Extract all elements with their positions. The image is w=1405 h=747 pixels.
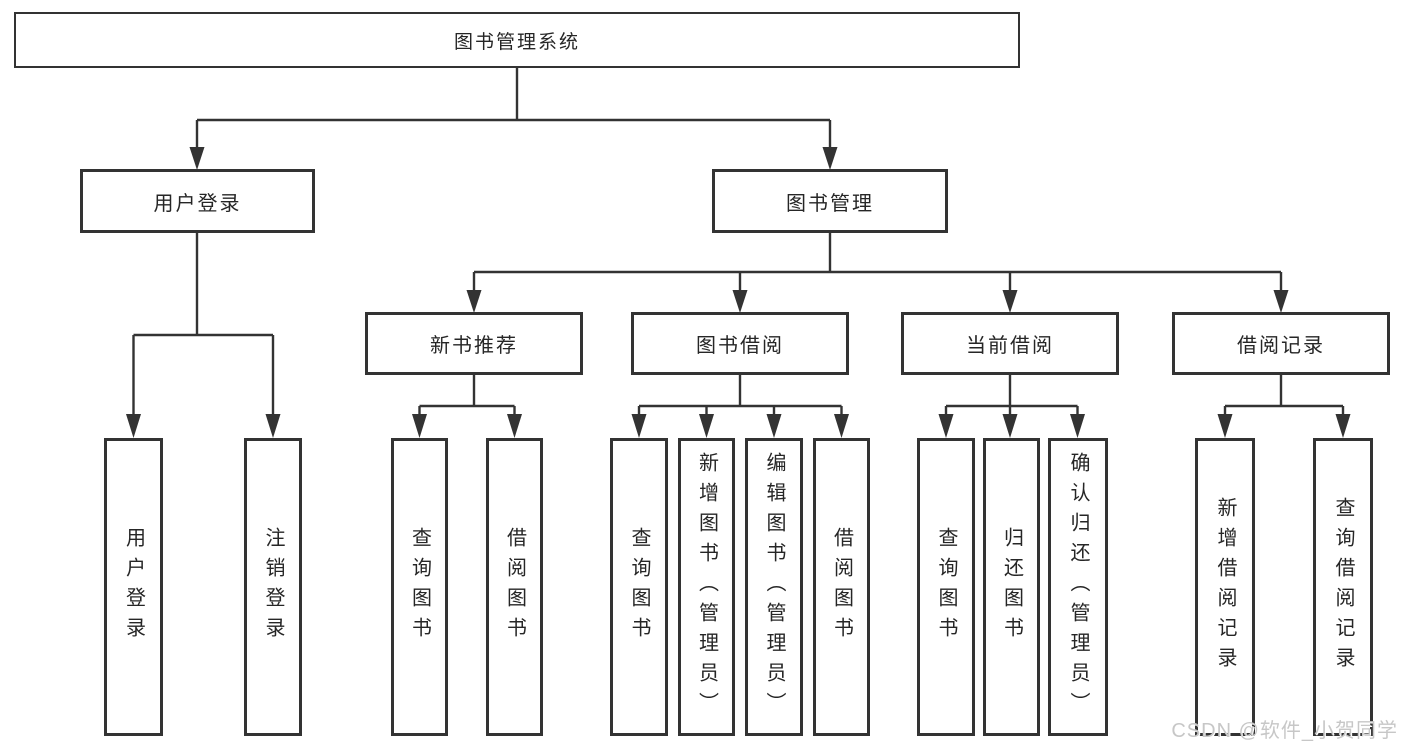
leaf-add-borrow-record-label: 新增借阅记录 (1214, 497, 1236, 677)
leaf-query-books-recommend: 查询图书 (391, 438, 448, 736)
leaf-edit-books-admin: 编辑图书（管理员） (745, 438, 803, 736)
node-new-book-recommend-label: 新书推荐 (430, 335, 518, 357)
node-borrow-records-label: 借阅记录 (1237, 335, 1325, 357)
leaf-logout: 注销登录 (244, 438, 302, 736)
leaf-borrow-books-recommend: 借阅图书 (486, 438, 543, 736)
leaf-add-books-admin-label: 新增图书（管理员） (695, 452, 718, 722)
leaf-borrow-books: 借阅图书 (813, 438, 870, 736)
leaf-confirm-return-admin: 确认归还（管理员） (1048, 438, 1108, 736)
node-user-login-label: 用户登录 (153, 192, 242, 215)
leaf-return-books: 归还图书 (983, 438, 1040, 736)
node-book-management: 图书管理 (712, 169, 948, 233)
leaf-query-borrow-record-label: 查询借阅记录 (1332, 497, 1354, 677)
leaf-return-books-label: 归还图书 (1000, 527, 1023, 647)
node-user-login: 用户登录 (80, 169, 315, 233)
node-book-borrow-label: 图书借阅 (696, 335, 784, 357)
leaf-user-login-label: 用户登录 (122, 527, 145, 647)
leaf-query-books-borrow-label: 查询图书 (628, 527, 650, 647)
leaf-query-borrow-record: 查询借阅记录 (1313, 438, 1373, 736)
leaf-query-books-current: 查询图书 (917, 438, 975, 736)
leaf-user-login: 用户登录 (104, 438, 163, 736)
node-current-borrow-label: 当前借阅 (966, 335, 1054, 357)
node-new-book-recommend: 新书推荐 (365, 312, 583, 375)
node-library-system: 图书管理系统 (14, 12, 1020, 68)
node-library-system-label: 图书管理系统 (453, 31, 580, 53)
leaf-edit-books-admin-label: 编辑图书（管理员） (763, 452, 785, 722)
leaf-borrow-books-recommend-label: 借阅图书 (503, 527, 526, 647)
leaf-logout-label: 注销登录 (262, 527, 284, 647)
leaf-query-books-current-label: 查询图书 (935, 527, 957, 647)
leaf-query-books-borrow: 查询图书 (610, 438, 668, 736)
leaf-query-books-recommend-label: 查询图书 (408, 527, 431, 647)
leaf-add-books-admin: 新增图书（管理员） (678, 438, 735, 736)
node-book-borrow: 图书借阅 (631, 312, 849, 375)
node-book-management-label: 图书管理 (786, 192, 874, 215)
csdn-watermark: CSDN @软件_小贺同学 (1171, 720, 1398, 742)
leaf-borrow-books-label: 借阅图书 (830, 527, 853, 647)
leaf-add-borrow-record: 新增借阅记录 (1195, 438, 1255, 736)
node-current-borrow: 当前借阅 (901, 312, 1119, 375)
node-borrow-records: 借阅记录 (1172, 312, 1390, 375)
leaf-confirm-return-admin-label: 确认归还（管理员） (1067, 452, 1089, 722)
